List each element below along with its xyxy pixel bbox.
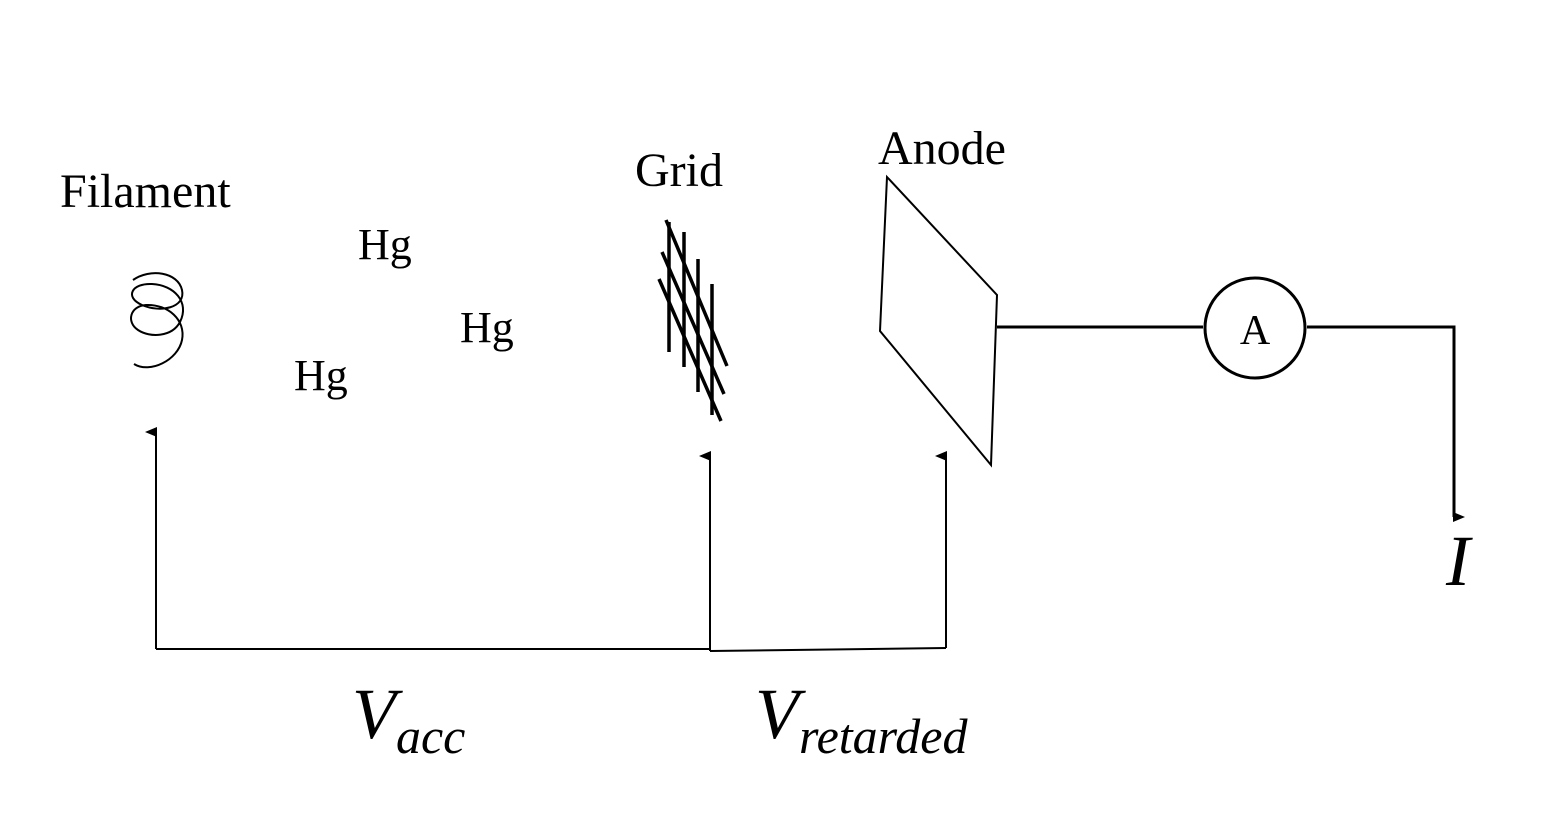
anode-label: Anode <box>878 122 1006 175</box>
coil-icon <box>130 272 185 369</box>
current-label: I <box>1445 521 1473 601</box>
v-retarded-label: Vretarded <box>755 674 968 764</box>
plate-icon <box>878 174 999 468</box>
filament-label: Filament <box>60 165 231 218</box>
grid-label: Grid <box>635 144 723 197</box>
ammeter-icon <box>1203 276 1307 380</box>
hg-atom-2: Hg <box>460 303 514 352</box>
mesh-grid-icon <box>657 219 729 422</box>
hg-atom-3: Hg <box>294 351 348 400</box>
ammeter-label: A <box>1240 308 1271 354</box>
output-wire <box>1307 325 1465 522</box>
bottom-wire-right <box>709 647 947 652</box>
hg-atom-1: Hg <box>358 220 412 269</box>
v-acc-label: Vacc <box>352 674 465 764</box>
